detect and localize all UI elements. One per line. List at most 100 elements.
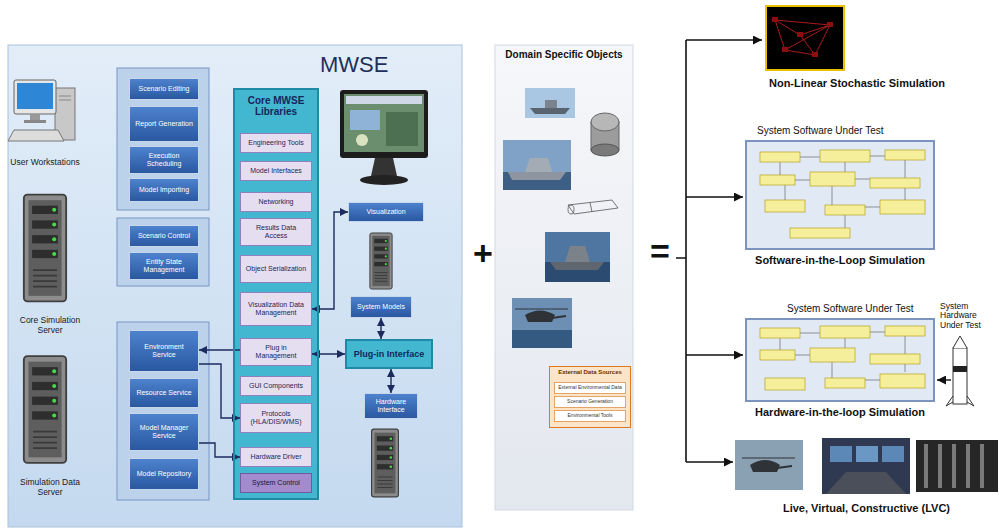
- helicopter-photo: [515, 308, 568, 309]
- stochastic-plot: [827, 22, 833, 27]
- missile-sketch: [568, 200, 618, 214]
- lvc-photos: [742, 457, 795, 458]
- sonar-device: [591, 113, 619, 131]
- workstation-icon: [8, 130, 64, 141]
- server-icon: [24, 195, 66, 302]
- software-block-diagram: [747, 142, 933, 248]
- box-label: GUI Components: [249, 382, 303, 390]
- panel-title: MWSE: [320, 53, 440, 78]
- software-block-diagram: [780, 156, 905, 233]
- service-box: System Models: [350, 296, 412, 318]
- lvc-photos: [735, 438, 998, 494]
- ship-photo: [508, 172, 566, 180]
- ship-photo: [525, 88, 575, 118]
- workstation-icon: [14, 80, 56, 114]
- software-block-diagram: [880, 374, 925, 388]
- box-label: Scenario Control: [138, 232, 190, 240]
- missile-hardware: [953, 336, 967, 348]
- ship-photo: [503, 172, 571, 190]
- ship-photo: [550, 262, 604, 270]
- missile-hardware: [937, 336, 974, 406]
- software-block-diagram: [760, 326, 925, 390]
- service-box: Model Importing: [129, 178, 199, 202]
- subsystem-label: System Hardware Under Test: [940, 302, 998, 330]
- software-block-diagram: [747, 320, 933, 400]
- helicopter-photo: [552, 316, 566, 318]
- ship-photo: [545, 100, 557, 108]
- library-panel-fill: [233, 88, 319, 500]
- server-icon: [24, 195, 399, 497]
- monitor-icon: [346, 96, 422, 104]
- data-source-item: External Environmental Data: [554, 382, 626, 394]
- service-group: [117, 68, 209, 500]
- data-source-item: Scenario Generation: [554, 396, 626, 408]
- service-box: Scenario Control: [129, 225, 199, 247]
- software-block-diagram: [885, 326, 925, 336]
- lvc-photos: [826, 472, 906, 494]
- box-label: Object Serialization: [246, 265, 306, 273]
- ship-photo: [525, 158, 552, 172]
- ship-photo: [545, 262, 610, 282]
- missile-hardware: [953, 348, 967, 404]
- monitor-icon: [360, 175, 408, 185]
- mwse-panel: [8, 45, 462, 527]
- software-block-diagram: [760, 350, 795, 360]
- helicopter-photo: [512, 298, 572, 348]
- stochastic-plot: [772, 17, 778, 22]
- server-icon: [372, 429, 399, 497]
- lvc-photos: [777, 466, 792, 468]
- simulation-box: System Software Under TestSoftware-in-th…: [745, 140, 935, 250]
- box-label: External Environmental Data: [558, 385, 622, 391]
- software-block-diagram: [880, 200, 925, 214]
- service-group: [117, 68, 209, 210]
- software-block-diagram: [810, 348, 855, 362]
- simulation-photos: Live, Virtual, Constructive (LVC): [735, 440, 998, 495]
- box-label: Plug-in Interface: [354, 349, 425, 359]
- lvc-photos: [882, 446, 904, 462]
- ship-photo: [545, 232, 610, 282]
- result-bracket: [686, 39, 762, 41]
- box-label: Model Repository: [137, 470, 191, 478]
- stochastic-plot: [767, 7, 843, 69]
- sonar-device: [591, 113, 619, 156]
- software-block-diagram: [760, 152, 800, 162]
- box-label: Results Data Access: [244, 224, 308, 240]
- simulation-caption: Live, Virtual, Constructive (LVC): [735, 502, 998, 514]
- box-label: Environment Service: [133, 343, 195, 359]
- lvc-photos: [926, 444, 982, 488]
- service-box: Hardware Interface: [364, 393, 418, 419]
- panel-heading: External Data Sources: [550, 367, 630, 376]
- box-label: Model Importing: [139, 186, 189, 194]
- service-group: [117, 322, 209, 500]
- box-label: Visualization Data Management: [244, 301, 308, 317]
- box-label: Environmental Tools: [568, 413, 613, 419]
- software-block-diagram: [765, 200, 805, 212]
- monitor-icon: [344, 94, 424, 152]
- result-bracket: [686, 461, 733, 463]
- ship-photo: [503, 140, 571, 190]
- data-source-item: Environmental Tools: [554, 410, 626, 422]
- box-label: Networking: [258, 198, 293, 206]
- service-box: Execution Scheduling: [129, 146, 199, 174]
- monitor-icon: [340, 90, 428, 158]
- subsystem-label: System Software Under Test: [787, 303, 937, 314]
- software-block-diagram: [825, 205, 865, 215]
- lvc-photos: [822, 438, 910, 494]
- missile-sketch: [590, 203, 592, 213]
- software-block-diagram: [760, 150, 925, 238]
- simulation-caption: Software-in-the-Loop Simulation: [735, 254, 945, 266]
- software-block-diagram: [747, 320, 933, 400]
- box-label: Scenario Editing: [139, 85, 190, 93]
- box-label: Report Generation: [135, 120, 193, 128]
- workstation-icon: [59, 96, 71, 100]
- box-label: Scenario Generation: [567, 399, 613, 405]
- connector-arrow: [390, 369, 391, 393]
- helicopter-photo: [512, 298, 572, 348]
- missile-hardware: [937, 379, 951, 380]
- workstation-icon: [24, 120, 46, 123]
- system-panel: MWSE Scenario EditingReport GenerationExe…: [8, 45, 462, 527]
- box-label: Execution Scheduling: [133, 152, 195, 168]
- subsystem-label: System Software Under Test: [757, 125, 937, 136]
- software-block-diagram: [747, 142, 933, 248]
